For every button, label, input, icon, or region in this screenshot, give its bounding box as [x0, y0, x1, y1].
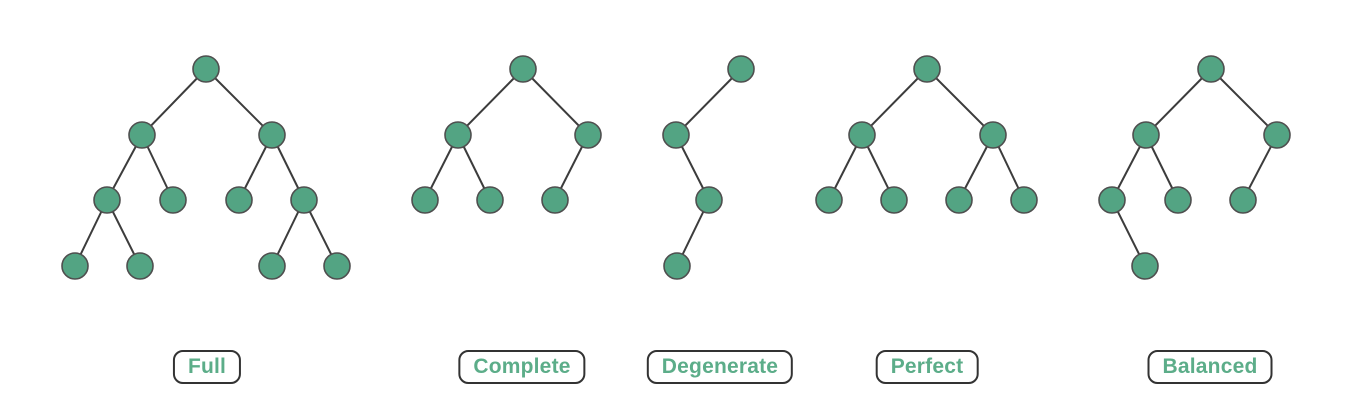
tree-edge	[675, 68, 742, 136]
tree-edge	[1145, 68, 1212, 136]
tree-node	[444, 121, 472, 149]
tree-node	[126, 252, 154, 280]
tree-node	[1197, 55, 1225, 83]
tree-node	[541, 186, 569, 214]
tree-edge	[926, 68, 994, 136]
tree-node	[1132, 121, 1160, 149]
tree-node	[1098, 186, 1126, 214]
tree-node	[192, 55, 220, 83]
tree-label-perfect: Perfect	[875, 350, 979, 385]
tree-edge	[205, 68, 273, 136]
tree-edge	[457, 68, 524, 136]
tree-node	[945, 186, 973, 214]
tree-node	[1164, 186, 1192, 214]
tree-node	[159, 186, 187, 214]
tree-node	[848, 121, 876, 149]
tree-node	[128, 121, 156, 149]
tree-node	[913, 55, 941, 83]
tree-node	[258, 121, 286, 149]
tree-label-balanced: Balanced	[1147, 350, 1273, 385]
tree-node	[815, 186, 843, 214]
tree-node	[258, 252, 286, 280]
tree-node	[61, 252, 89, 280]
tree-node	[1131, 252, 1159, 280]
tree-node	[476, 186, 504, 214]
tree-edge	[141, 68, 207, 136]
tree-node	[574, 121, 602, 149]
tree-node	[509, 55, 537, 83]
tree-node	[880, 186, 908, 214]
tree-node	[979, 121, 1007, 149]
tree-node	[93, 186, 121, 214]
tree-node	[1229, 186, 1257, 214]
tree-node	[225, 186, 253, 214]
tree-edge	[522, 68, 589, 136]
tree-label-complete: Complete	[458, 350, 586, 385]
tree-label-degenerate: Degenerate	[646, 350, 794, 385]
tree-node	[662, 121, 690, 149]
tree-node	[323, 252, 351, 280]
tree-edge	[1210, 68, 1278, 136]
tree-node	[1010, 186, 1038, 214]
tree-node	[1263, 121, 1291, 149]
tree-node	[290, 186, 318, 214]
tree-edge	[861, 68, 928, 136]
tree-node	[695, 186, 723, 214]
tree-node	[727, 55, 755, 83]
tree-node	[411, 186, 439, 214]
tree-node	[663, 252, 691, 280]
tree-label-full: Full	[172, 350, 242, 385]
